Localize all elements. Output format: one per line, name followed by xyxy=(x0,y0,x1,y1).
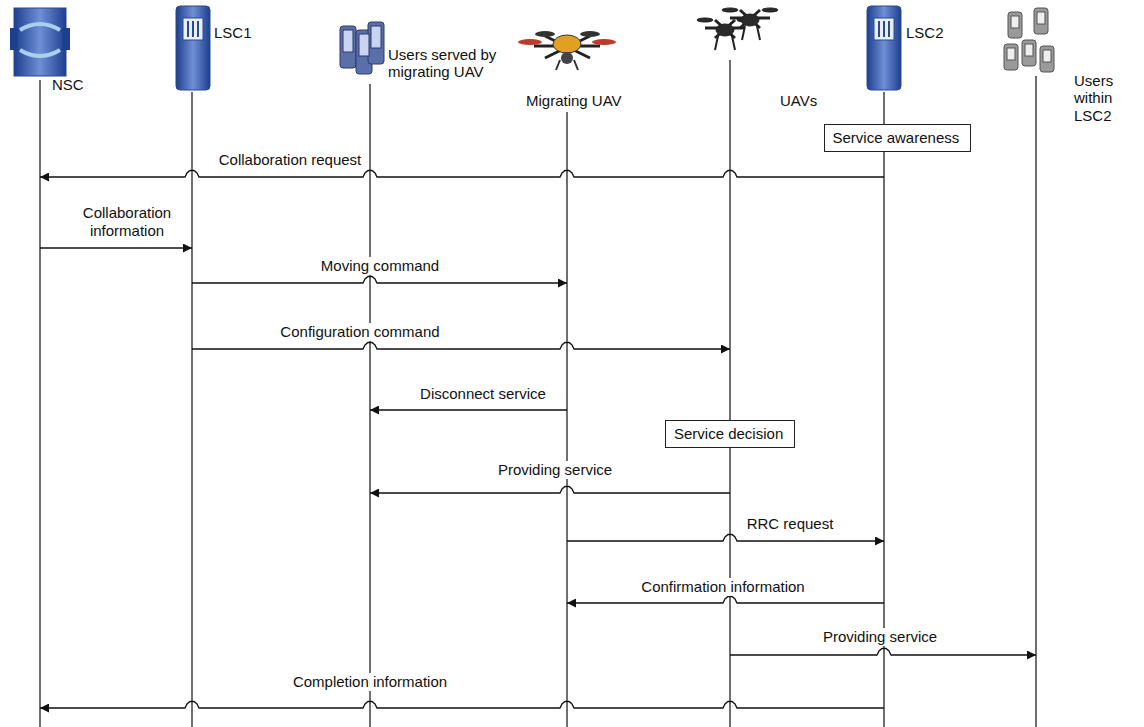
node-text: LSC1 xyxy=(214,24,252,41)
message-label: Providing service xyxy=(496,461,614,479)
service-decision-box: Service decision xyxy=(665,420,795,448)
participant-label: UAVs xyxy=(780,92,817,109)
participant-label: NSC xyxy=(52,76,84,93)
message-label: Collaboration request xyxy=(217,151,364,169)
participant-label: Migrating UAV xyxy=(526,92,622,109)
node-text: NSC xyxy=(52,76,84,93)
node-text: Service awareness xyxy=(833,129,962,146)
message-label: Completion information xyxy=(291,673,449,691)
service-awareness-box: Service awareness xyxy=(824,124,971,152)
node-text: Migrating UAV xyxy=(526,92,622,109)
message-arrow xyxy=(192,277,567,284)
lifeline xyxy=(369,84,370,727)
lifeline xyxy=(729,60,730,727)
uav-group-icon xyxy=(697,8,778,50)
node-text: LSC2 xyxy=(906,24,944,41)
message-arrow xyxy=(567,535,884,542)
participant-label: LSC2 xyxy=(906,24,944,41)
message-label: Configuration command xyxy=(278,323,441,341)
message-arrow xyxy=(40,247,192,248)
lifeline xyxy=(191,92,192,727)
node-text: UAVs xyxy=(780,92,817,109)
lifeline xyxy=(1035,76,1036,727)
nsc-server-icon xyxy=(10,8,70,76)
participant-label: Users served by migrating UAV xyxy=(388,46,518,81)
participant-label: Users within LSC2 xyxy=(1074,72,1144,124)
message-arrow xyxy=(370,409,567,410)
message-label: RRC request xyxy=(745,515,836,533)
node-text: Users served by migrating UAV xyxy=(388,46,518,81)
message-label: Confirmation information xyxy=(639,578,806,596)
lifeline xyxy=(566,112,567,727)
node-text: Service decision xyxy=(674,425,786,442)
user-phones-icon xyxy=(1004,8,1054,72)
message-label: Collaboration information xyxy=(65,204,189,240)
message-arrow xyxy=(40,171,884,178)
message-label: Disconnect service xyxy=(418,385,548,403)
participant-label: LSC1 xyxy=(214,24,252,41)
message-arrow xyxy=(730,649,1036,656)
user-devices-icon xyxy=(340,22,384,74)
message-label: Moving command xyxy=(319,257,441,275)
migrating-uav-icon xyxy=(518,31,616,70)
message-arrow xyxy=(192,343,730,350)
message-arrow xyxy=(370,487,730,494)
message-arrow xyxy=(567,597,884,604)
lsc1-server-icon xyxy=(176,6,210,90)
node-text: Users within LSC2 xyxy=(1074,72,1144,124)
message-arrow xyxy=(40,702,884,709)
lsc2-server-icon xyxy=(867,6,901,90)
message-label: Providing service xyxy=(821,628,939,646)
